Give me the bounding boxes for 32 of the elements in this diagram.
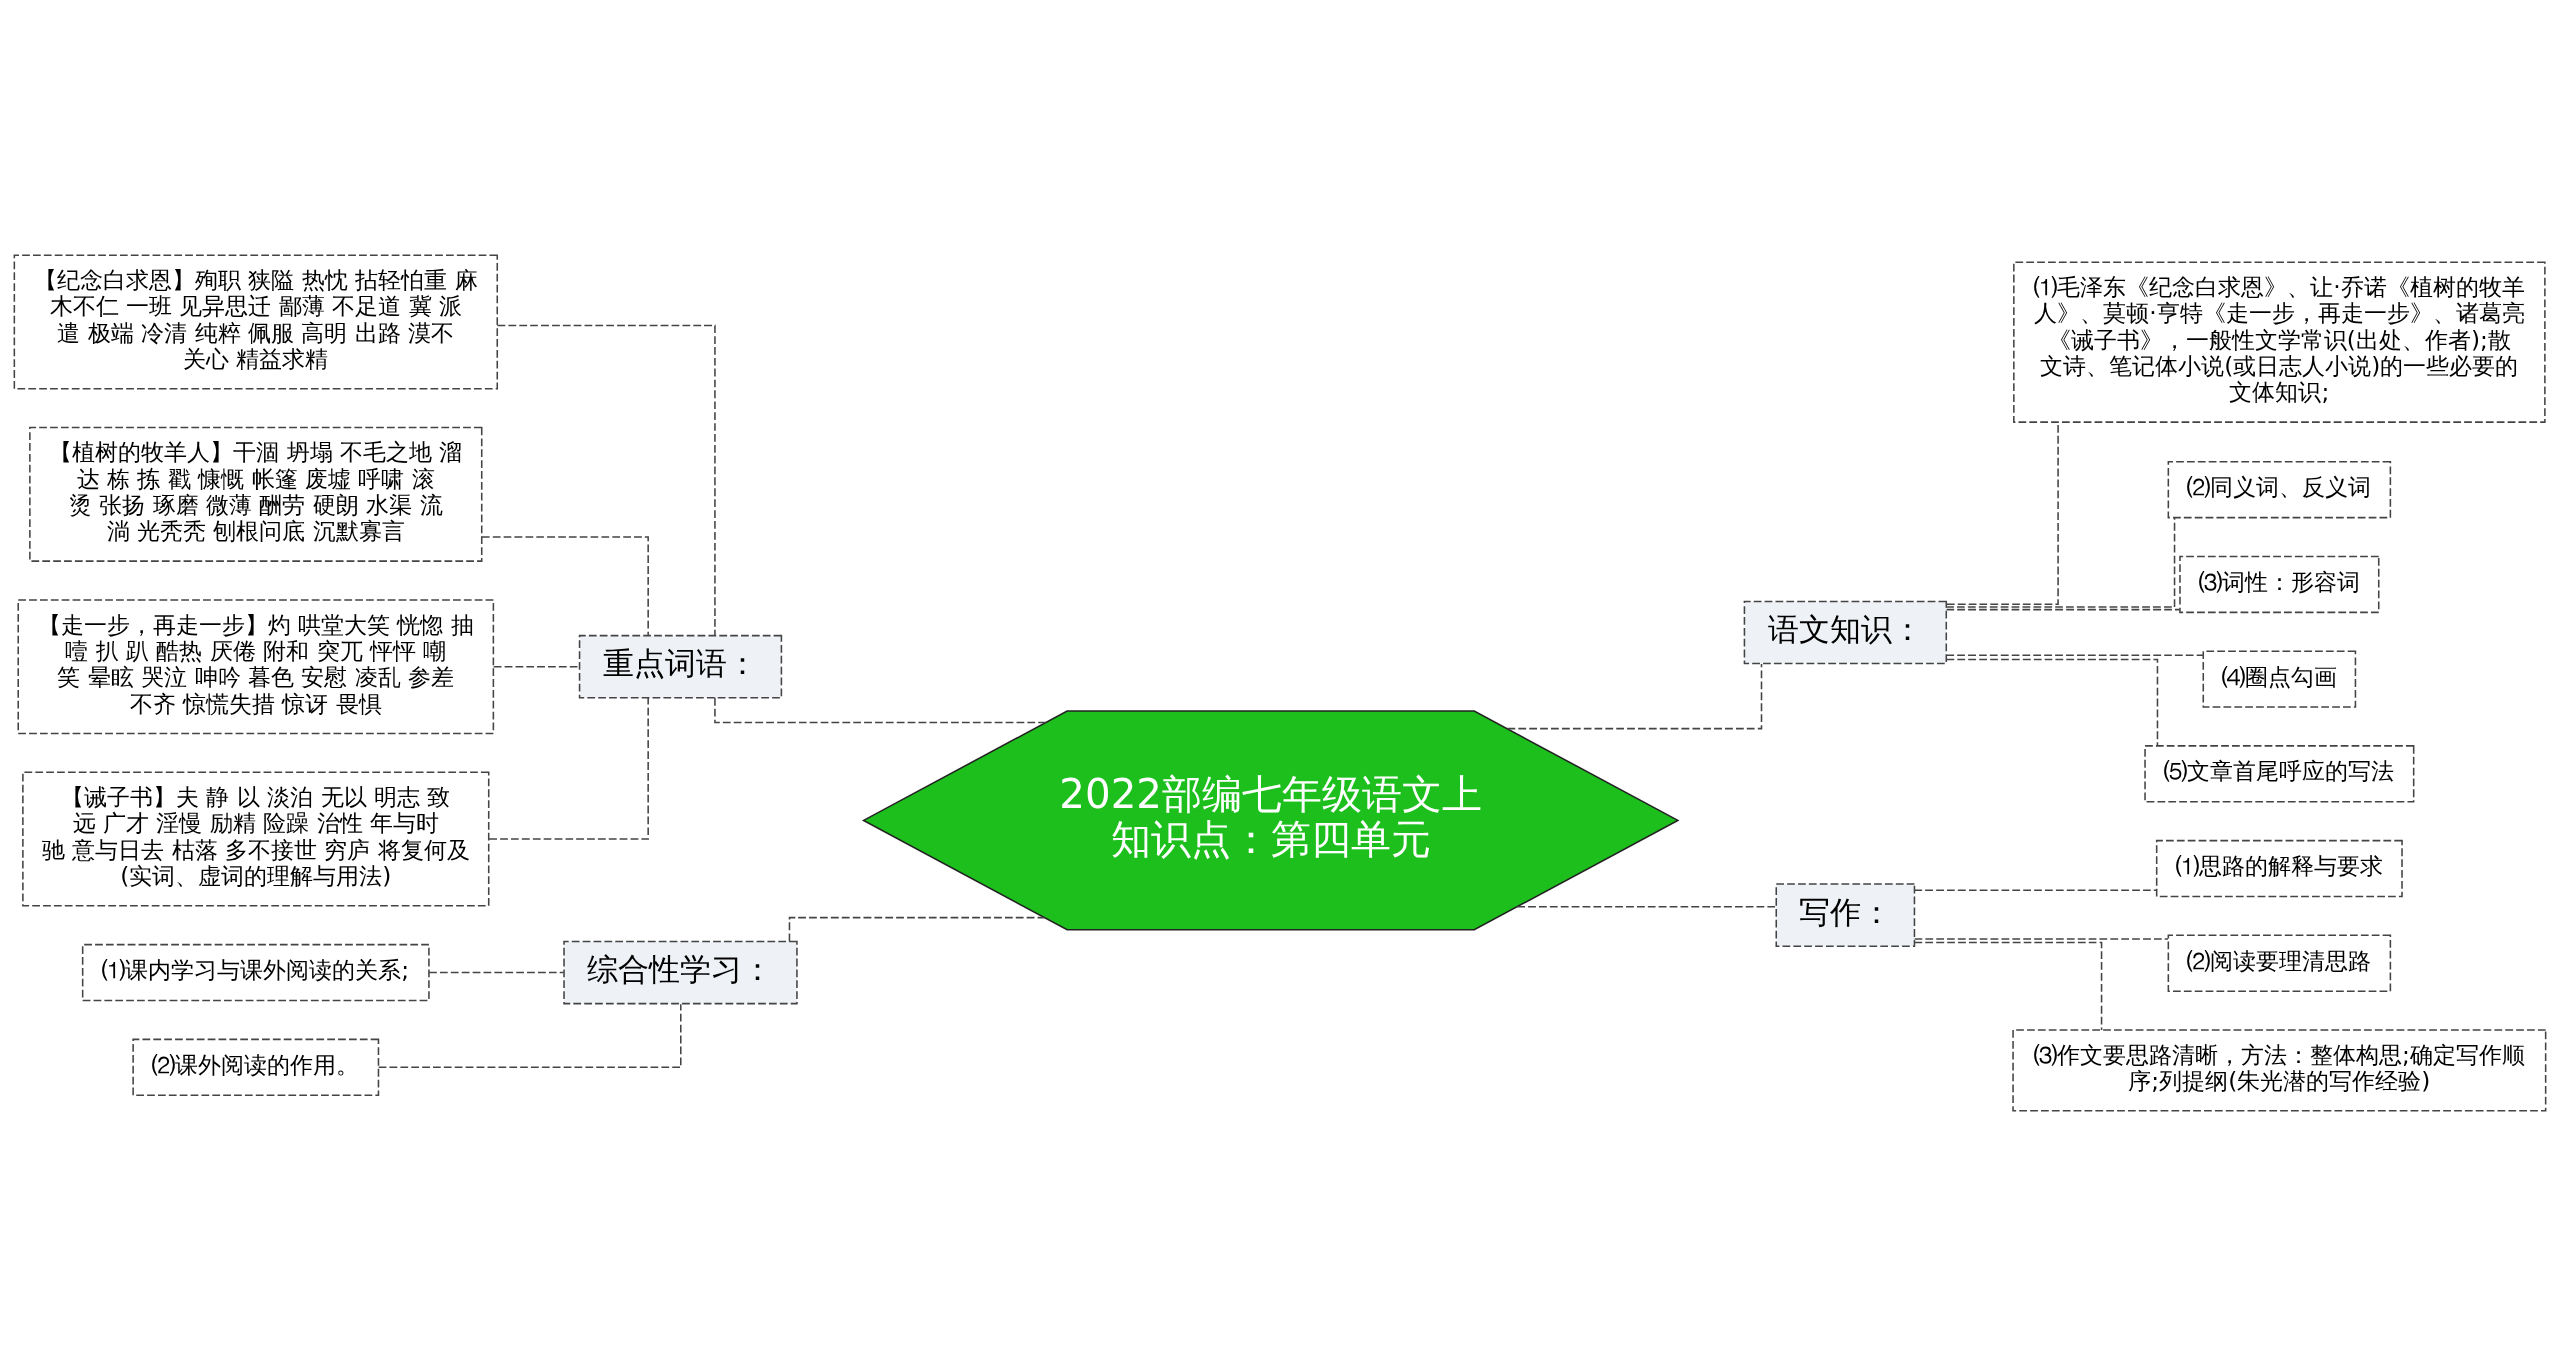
node-box: 重点词语： <box>578 634 783 699</box>
node-box: ⑴毛泽东《纪念白求恩》、让·乔诺《植树的牧羊人》、莫顿·亨特《走一步，再走一步》、诸葛亮《诫子书》，一般性文学常识(出处、作者);散文诗、笔记体小说(或日志人小说)的一些必要的文体知识; <box>2013 261 2546 423</box>
connector <box>488 697 649 840</box>
node-box: ⑸文章首尾呼应的写法 <box>2144 745 2415 803</box>
node-box: ⑵课外阅读的作用。 <box>132 1038 380 1097</box>
node-box: 写作： <box>1775 883 1916 947</box>
connector <box>481 536 649 637</box>
connector <box>1506 663 1763 730</box>
node-box: ⑶词性：形容词 <box>2179 555 2380 614</box>
node-box: ⑴课内学习与课外阅读的关系; <box>81 943 430 1002</box>
connector <box>496 324 716 636</box>
connector <box>1516 906 1777 908</box>
connector <box>428 971 565 974</box>
connector <box>1913 938 2169 940</box>
node-box: ⑷圈点勾画 <box>2202 650 2357 708</box>
node-box: 综合性学习： <box>563 940 798 1005</box>
node-box: 【植树的牧羊人】干涸 坍塌 不毛之地 溜达 栋 拣 戳 慷慨 帐篷 废墟 呼啸 滚烫 张扬 琢磨 微薄 酬劳 硬朗 水渠 流淌 光秃秃 刨根问底 沉默寡言 <box>29 426 483 562</box>
node-box: 【走一步，再走一步】灼 哄堂大笑 恍惚 抽噎 扒 趴 酷热 厌倦 附和 突兀 怦怦 嘲笑 晕眩 哭泣 呻吟 暮色 安慰 凌乱 参差不齐 惊慌失措 惊讶 畏惧 <box>17 599 495 735</box>
node-box: ⑶作文要思路清晰，方法：整体构思;确定写作顺序;列提纲(朱光潜的写作经验) <box>2012 1029 2547 1112</box>
node-box: 【纪念白求恩】殉职 狭隘 热忱 拈轻怕重 麻木不仁 一班 见异思迁 鄙薄 不足道 冀 派遣 极端 冷清 纯粹 佩服 高明 出路 漠不关心 精益求精 <box>13 254 499 390</box>
node-box: 语文知识： <box>1743 600 1948 665</box>
node-box: ⑵阅读要理清思路 <box>2167 934 2392 992</box>
connector <box>1945 517 2176 608</box>
node-box: ⑵同义词、反义词 <box>2167 460 2392 519</box>
node-box: 【诫子书】夫 静 以 淡泊 无以 明志 致远 广才 淫慢 励精 险躁 治性 年与时驰 意与日去 枯落 多不接世 穷庐 将复何及(实词、虚词的理解与用法) <box>22 771 490 907</box>
connector <box>1945 654 2204 657</box>
node-box: ⑴思路的解释与要求 <box>2155 839 2403 898</box>
connector <box>1945 608 2181 611</box>
connector <box>1913 889 2158 892</box>
connector <box>377 1003 682 1069</box>
connector <box>1913 941 2103 1031</box>
connector <box>1945 658 2159 747</box>
